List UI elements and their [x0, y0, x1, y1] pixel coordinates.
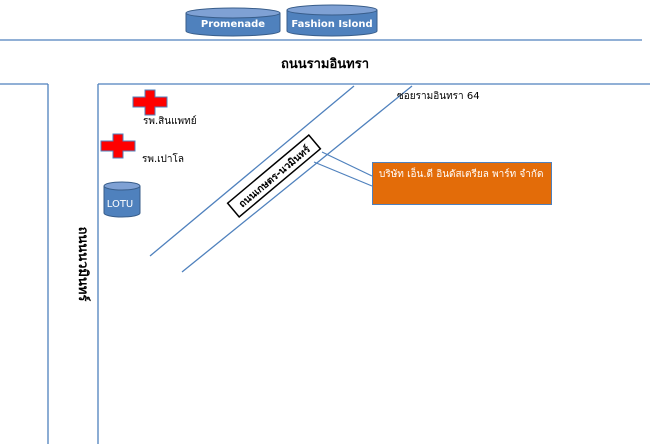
promenade-building-icon: Promenade	[185, 7, 281, 37]
lotus-building-icon: LOTU	[103, 181, 141, 218]
kaset-nawamin-road-label-box: ถนนเกษตร-นวมินทร์	[226, 133, 322, 219]
lotus-label: LOTU	[107, 199, 134, 210]
fashion-island-building-icon: Fashion Islond	[286, 4, 378, 37]
kaset-nawamin-road-label: ถนนเกษตร-นวมินทร์	[236, 143, 313, 210]
kaset-nawamin-road-upper-edge	[149, 85, 355, 257]
kaset-nawamin-road-lower-edge	[181, 85, 413, 273]
hospital-cross-icon	[132, 89, 168, 116]
promenade-label: Promenade	[201, 19, 265, 30]
nawamin-road-label: ถนนนวมินทร์	[75, 227, 91, 302]
fashion-island-label: Fashion Islond	[291, 19, 372, 30]
company-name: บริษัท เอ็น.ดี อินดัสเตรียล พาร์ท จำกัด	[379, 169, 544, 180]
hospital-cross-icon	[100, 133, 136, 159]
company-location-box: บริษัท เอ็น.ดี อินดัสเตรียล พาร์ท จำกัด	[372, 162, 552, 205]
soi-64-label: ซอยรามอินทรา 64	[397, 91, 480, 102]
company-pointer-line-bottom	[313, 161, 373, 187]
hospital-label-paolo: รพ.เปาโล	[142, 152, 184, 165]
ram-inthra-road-label: ถนนรามอินทรา	[281, 57, 369, 72]
hospital-label-sinphaet: รพ.สินแพทย์	[143, 115, 197, 127]
company-pointer-line-top	[321, 151, 373, 177]
